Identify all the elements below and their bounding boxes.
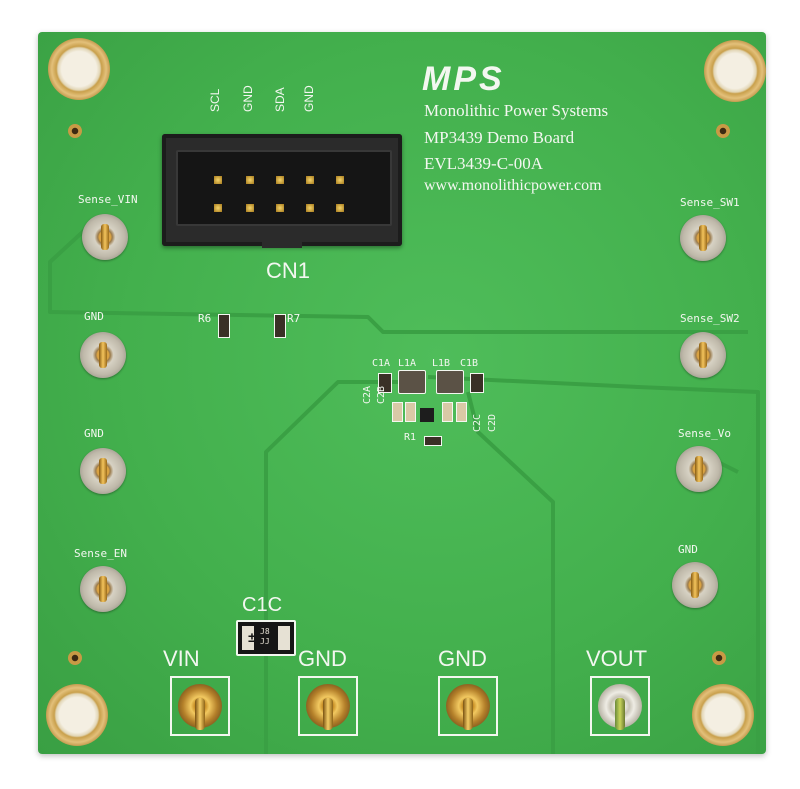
testpoint-sense-sw1[interactable]: [680, 215, 726, 261]
inductor-l1b[interactable]: [436, 370, 464, 394]
c1c-marking: J8 JJ: [260, 627, 270, 646]
sma-vin-frame: [170, 676, 230, 736]
sma-vout-frame: [590, 676, 650, 736]
header-pin: [276, 176, 284, 184]
sma-connector-vout[interactable]: [598, 684, 642, 730]
c1c-label: C1C: [242, 594, 283, 616]
capacitor-c1c[interactable]: ± J8 JJ: [236, 620, 296, 656]
capacitor-c1b[interactable]: [470, 373, 484, 393]
inductor-l1a[interactable]: [398, 370, 426, 394]
mounting-via: [68, 124, 82, 138]
pin-label-gnd: GND: [241, 85, 255, 112]
ic-u1[interactable]: [420, 408, 434, 422]
header-pin: [306, 176, 314, 184]
header-pin: [336, 204, 344, 212]
cn1-header-connector[interactable]: [162, 134, 402, 248]
capacitor-c2c[interactable]: [442, 402, 453, 422]
testpoint-sense-vin[interactable]: [82, 214, 128, 260]
header-key: [262, 238, 302, 248]
label-gnd-right: GND: [678, 543, 698, 556]
l1b-label: L1B: [432, 358, 451, 369]
resistor-r6[interactable]: [218, 314, 230, 338]
r6-label: R6: [198, 312, 212, 325]
board-name: MP3439 Demo Board: [424, 128, 575, 147]
testpoint-gnd-left-1[interactable]: [80, 332, 126, 378]
label-sense-en: Sense_EN: [74, 547, 127, 560]
mounting-via: [712, 651, 726, 665]
sma-gnd2-frame: [438, 676, 498, 736]
header-pin: [246, 176, 254, 184]
header-pin: [214, 204, 222, 212]
c1c-pad-left: [242, 626, 254, 650]
testpoint-sense-en[interactable]: [80, 566, 126, 612]
standoff-top-right: [704, 40, 766, 102]
testpoint-sense-sw2[interactable]: [680, 332, 726, 378]
sma-connector-gnd-1[interactable]: [306, 684, 350, 730]
l1a-label: L1A: [398, 358, 417, 369]
r7-label: R7: [287, 312, 301, 325]
c1a-label: C1A: [372, 358, 391, 369]
header-pin: [214, 176, 222, 184]
sma-connector-vin[interactable]: [178, 684, 222, 730]
sma-gnd1-frame: [298, 676, 358, 736]
standoff-bottom-left: [46, 684, 108, 746]
label-gnd-left-2: GND: [84, 427, 104, 440]
capacitor-c2a[interactable]: [392, 402, 403, 422]
header-slot: [176, 150, 392, 226]
label-gnd-left-1: GND: [84, 310, 104, 323]
vin-label: VIN: [163, 646, 200, 671]
vout-label: VOUT: [586, 646, 648, 671]
label-sense-vin: Sense_VIN: [78, 193, 138, 206]
header-pin: [276, 204, 284, 212]
r1-label: R1: [404, 432, 417, 443]
gnd-label-2: GND: [438, 646, 487, 671]
testpoint-sense-vo[interactable]: [676, 446, 722, 492]
testpoint-gnd-right[interactable]: [672, 562, 718, 608]
testpoint-gnd-left-2[interactable]: [80, 448, 126, 494]
capacitor-c2d[interactable]: [456, 402, 467, 422]
standoff-top-left: [48, 38, 110, 100]
label-sense-vo: Sense_Vo: [678, 427, 731, 440]
c1c-polarity-icon: ±: [248, 629, 256, 645]
header-pin: [306, 204, 314, 212]
board-id: EVL3439-C-00A: [424, 154, 543, 173]
c2d-label: C2D: [487, 413, 498, 432]
c2b-label: C2B: [376, 385, 387, 404]
c2a-label: C2A: [362, 385, 373, 404]
c1b-label: C1B: [460, 358, 479, 369]
company-name: Monolithic Power Systems: [424, 101, 609, 120]
header-pin: [336, 176, 344, 184]
pin-label-sda: SDA: [273, 87, 287, 112]
c1c-pad-right: [278, 626, 290, 650]
mounting-via: [68, 651, 82, 665]
cn1-label: CN1: [266, 258, 311, 283]
label-sense-sw1: Sense_SW1: [680, 196, 740, 209]
website-url: www.monolithicpower.com: [424, 177, 602, 194]
capacitor-c2b[interactable]: [405, 402, 416, 422]
sma-connector-gnd-2[interactable]: [446, 684, 490, 730]
pin-label-gnd: GND: [302, 85, 316, 112]
resistor-r1[interactable]: [424, 436, 442, 446]
label-sense-sw2: Sense_SW2: [680, 312, 740, 325]
header-pin: [246, 204, 254, 212]
gnd-label-1: GND: [298, 646, 347, 671]
standoff-bottom-right: [692, 684, 754, 746]
mps-logo: MPS: [422, 60, 505, 98]
pin-label-scl: SCL: [208, 88, 222, 112]
c2c-label: C2C: [472, 413, 483, 432]
capacitor-c1a[interactable]: [378, 373, 392, 393]
resistor-r7[interactable]: [274, 314, 286, 338]
mounting-via: [716, 124, 730, 138]
